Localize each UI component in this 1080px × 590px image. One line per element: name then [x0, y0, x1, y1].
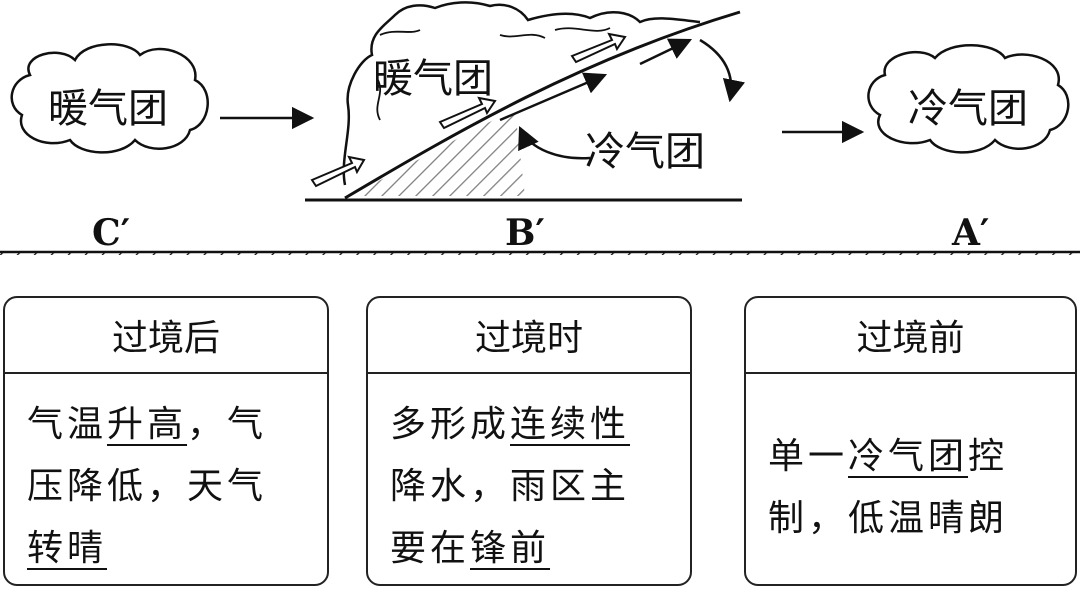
- point-b-label: B′: [505, 212, 545, 254]
- point-c-label: C′: [92, 212, 130, 254]
- panel-during-passage: 过境时 多形成连续性降水，雨区主要在锋前: [366, 296, 692, 586]
- panel-during-title: 过境时: [368, 298, 690, 374]
- point-a-label: A′: [951, 212, 989, 254]
- underlined-keyword: 冷气团: [848, 436, 969, 477]
- body-text: 多形成: [390, 404, 511, 445]
- cold-air-label-front: 冷气团: [585, 129, 705, 175]
- precipitation-zone: [350, 110, 525, 196]
- warm-air-mass-outline: [342, 1, 701, 186]
- panel-before-body: 单一冷气团控制，低温晴朗: [746, 374, 1075, 550]
- flow-arrow-upper: [639, 38, 693, 66]
- underlined-keyword: 锋前: [470, 528, 551, 569]
- panel-after-body: 气温升高，气压降低，天气转晴: [5, 374, 327, 580]
- rising-air-arrows: [310, 32, 627, 188]
- panel-after-title: 过境后: [5, 298, 327, 374]
- warm-air-label-upper: 暖气团: [373, 56, 493, 102]
- cold-air-label-right: 冷气团: [908, 86, 1028, 132]
- ground-hatch: [0, 252, 1080, 255]
- cold-air-cloud-right: [867, 44, 1070, 154]
- body-text: 降水，雨区主要在: [390, 466, 631, 569]
- body-text: 控制，低温晴朗: [768, 436, 1009, 539]
- cold-air-circulation-arrow: [699, 38, 745, 103]
- body-text: 单一: [768, 436, 849, 477]
- cold-air-return-arrow: [518, 125, 591, 160]
- warm-air-cloud-left: [10, 43, 209, 154]
- flow-arrow-lower: [499, 72, 608, 122]
- panel-before-passage: 过境前 单一冷气团控制，低温晴朗: [744, 296, 1077, 586]
- body-text: 气温: [27, 404, 108, 445]
- panel-before-title: 过境前: [746, 298, 1075, 374]
- panel-after-passage: 过境后 气温升高，气压降低，天气转晴: [3, 296, 329, 586]
- warm-front-diagram: 暖气团 冷气团 暖气团 冷气团 C′ B′ A′: [0, 1, 1080, 255]
- underlined-keyword: 升高: [107, 404, 188, 445]
- warm-air-label-left: 暖气团: [48, 86, 168, 132]
- frontal-surface: [344, 10, 741, 200]
- underlined-keyword: 转晴: [27, 528, 108, 569]
- cloud-texture: [376, 27, 611, 121]
- underlined-keyword: 连续性: [510, 404, 631, 445]
- panel-during-body: 多形成连续性降水，雨区主要在锋前: [368, 374, 690, 580]
- body-text: ，气压降低，天气: [27, 404, 268, 507]
